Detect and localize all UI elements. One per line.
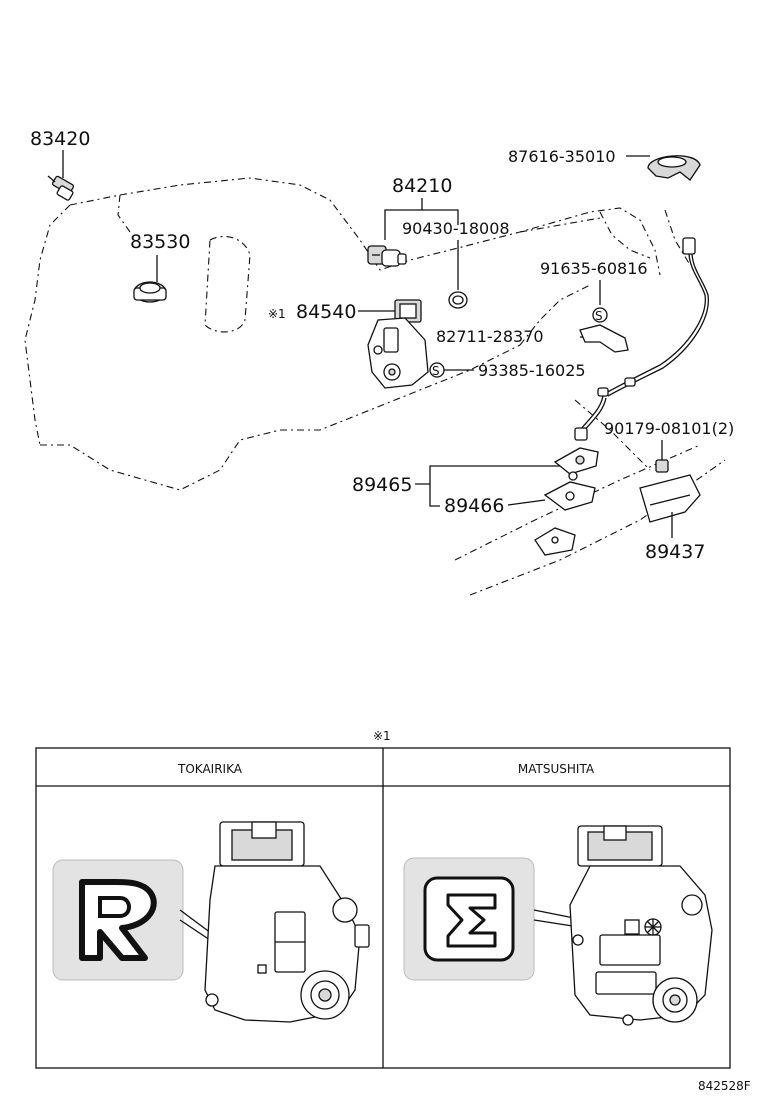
cap-87616-icon (647, 155, 701, 181)
nut-90179-icon (655, 459, 669, 473)
sensor-83420-icon (47, 175, 75, 201)
bolt-91635-icon: S (592, 307, 608, 323)
connector-icon (682, 237, 696, 255)
part-84210: 84210 90430-18008 (367, 175, 601, 309)
switch-84540-icon (367, 299, 429, 389)
label-84210: 84210 (392, 175, 452, 197)
exhaust-flange-icon (534, 527, 576, 556)
label-84540: 84540 (296, 301, 356, 323)
matsushita-switch-icon (569, 825, 713, 1026)
label-83420: 83420 (30, 128, 90, 150)
part-84540: ※1 84540 (268, 299, 429, 389)
detail-box: ※1 TOKAIRIKA MATSUSHITA (35, 729, 731, 1069)
gasket-90430-icon (448, 291, 468, 309)
bracket-82711-icon (579, 324, 629, 353)
label-90430: 90430-18008 (402, 219, 510, 238)
sensor-84210-icon (367, 245, 407, 267)
part-93385: S 93385-16025 (429, 361, 586, 380)
label-83530: 83530 (130, 231, 190, 253)
tokairika-switch-icon (204, 821, 370, 1023)
label-89437: 89437 (645, 541, 705, 563)
sensor-89465-icon (553, 427, 599, 481)
label-87616: 87616-35010 (508, 147, 616, 166)
label-90179: 90179-08101(2) (604, 419, 734, 438)
detail-note: ※1 (373, 729, 391, 743)
label-93385: 93385-16025 (478, 361, 586, 380)
part-89465: 89465 89466 (352, 427, 599, 556)
matsushita-logo (403, 857, 535, 981)
header-tokairika: TOKAIRIKA (177, 762, 243, 776)
s-mark-91635: S (595, 309, 603, 323)
header-matsushita: MATSUSHITA (518, 762, 595, 776)
bolt-93385-icon: S (429, 362, 445, 378)
label-89465: 89465 (352, 474, 412, 496)
part-89437: 89437 (639, 474, 705, 563)
gasket-89466-icon (543, 481, 596, 511)
part-83530: 83530 (130, 231, 190, 303)
label-89466: 89466 (444, 495, 504, 517)
part-90179: 90179-08101(2) (604, 419, 734, 473)
part-87616: 87616-35010 (508, 147, 701, 181)
part-82711: 82711-28370 (436, 324, 629, 353)
s-mark-93385: S (432, 364, 440, 378)
label-84540-mark: ※1 (268, 307, 286, 321)
label-91635: 91635-60816 (540, 259, 648, 278)
part-83420: 83420 (30, 128, 90, 201)
label-82711: 82711-28370 (436, 327, 544, 346)
part-91635: 91635-60816 S (540, 259, 648, 323)
shield-89437-icon (639, 474, 701, 523)
switch-83530-icon (133, 281, 167, 303)
oxygen-sensor-wire (579, 237, 709, 433)
figure-id: 842528F (698, 1079, 751, 1093)
tokairika-logo (52, 859, 184, 981)
